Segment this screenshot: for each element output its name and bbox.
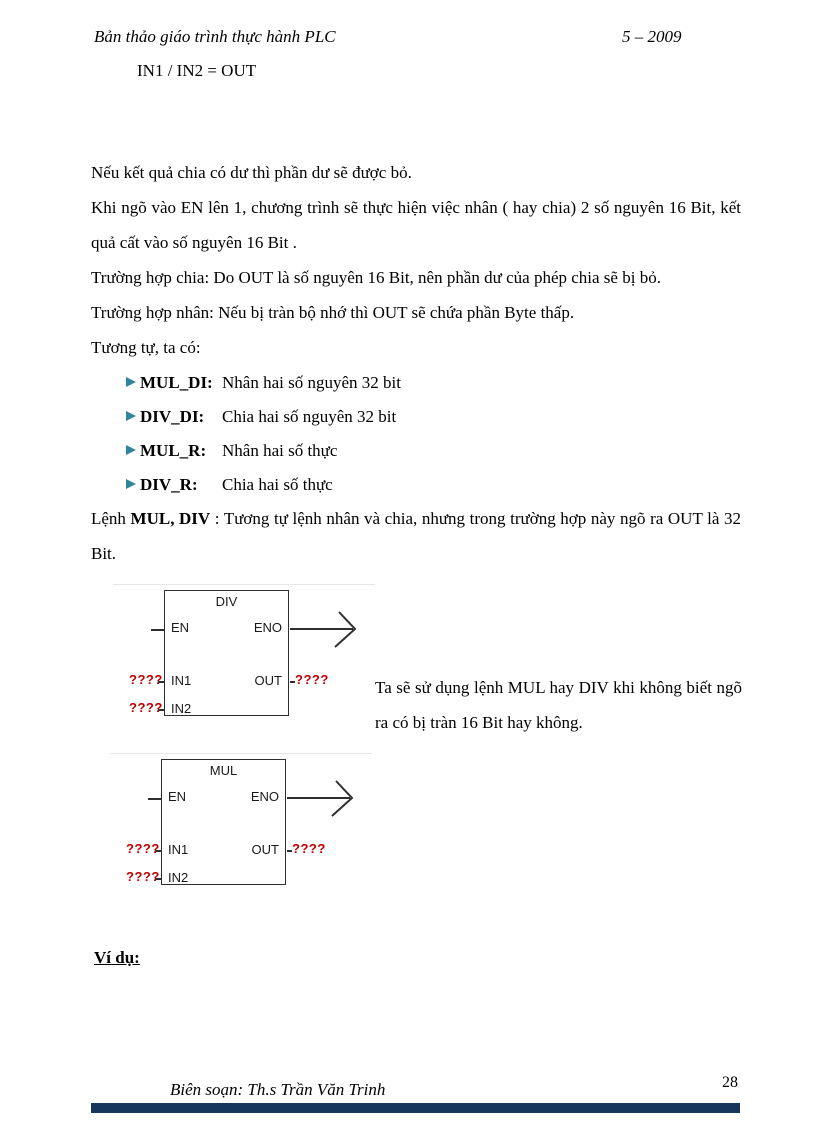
paragraph-multiply-case: Trường hợp nhân: Nếu bị tràn bộ nhớ thì … (91, 303, 575, 322)
body-text: Nếu kết quả chia có dư thì phần dư sẽ đư… (91, 155, 741, 571)
in2-input-label: IN2 (171, 701, 192, 716)
list-item: DIV_R: Chia hai số thực (126, 467, 741, 501)
instruction-description: Nhân hai số thực (222, 440, 338, 460)
list-item: MUL_DI: Nhân hai số nguyên 32 bit (126, 365, 741, 399)
function-block-outline: DIV EN ENO IN1 OUT IN2 (164, 590, 289, 716)
list-item: MUL_R: Nhân hai số thực (126, 433, 741, 467)
side-note-text: Ta sẽ sử dụng lệnh MUL hay DIV khi không… (375, 678, 742, 732)
in2-operand-placeholder: ???? (129, 700, 163, 715)
text-run: Lệnh (91, 509, 131, 528)
list-item: DIV_DI: Chia hai số nguyên 32 bit (126, 399, 741, 433)
paragraph-divide-case: Trường hợp chia: Do OUT là số nguyên 16 … (91, 268, 661, 287)
in1-wire-stub (155, 850, 161, 852)
mul-function-block-diagram: MUL EN ENO IN1 OUT IN2 ???? ???? ???? (110, 753, 372, 903)
paragraph-remainder: Nếu kết quả chia có dư thì phần dư sẽ đư… (91, 163, 412, 182)
in1-operand-placeholder: ???? (126, 841, 160, 856)
block-title: DIV (215, 594, 238, 609)
footer-bar (91, 1103, 740, 1113)
paragraph-similarly: Tương tự, ta có: (91, 338, 201, 357)
in1-operand-placeholder: ???? (129, 672, 163, 687)
en-input-label: EN (171, 620, 190, 635)
in1-input-label: IN1 (168, 842, 189, 857)
header-date: 5 – 2009 (622, 27, 682, 46)
instruction-name: DIV_R: (140, 474, 198, 494)
instruction-name: MUL_R: (140, 440, 207, 460)
formula-line: IN1 / IN2 = OUT (137, 61, 257, 80)
out-output-label: OUT (251, 842, 279, 857)
arrow-bullet-icon (126, 445, 136, 455)
out-wire-stub (287, 850, 292, 852)
out-operand-placeholder: ???? (292, 841, 326, 856)
example-heading: Ví dụ: (94, 948, 140, 967)
output-arrow-icon (290, 611, 357, 648)
in2-wire-stub (155, 878, 161, 880)
text-run-bold: MUL, DIV (130, 509, 211, 528)
block-title: MUL (209, 763, 238, 778)
header-title: Bản thảo giáo trình thực hành PLC (94, 27, 336, 46)
function-block-outline: MUL EN ENO IN1 OUT IN2 (161, 759, 286, 885)
out-wire-stub (290, 681, 295, 683)
instruction-name: DIV_DI: (140, 406, 205, 426)
paragraph-mul-div: Lệnh MUL, DIV : Tương tự lệnh nhân và ch… (91, 501, 741, 571)
instruction-description: Nhân hai số nguyên 32 bit (222, 372, 401, 392)
eno-output-label: ENO (253, 620, 282, 635)
instruction-description: Chia hai số nguyên 32 bit (222, 406, 397, 426)
in2-input-label: IN2 (168, 870, 189, 885)
text-run: : Tương tự lệnh nhân và chia, nhưng tron… (91, 509, 741, 563)
output-arrow-icon (287, 780, 354, 817)
paragraph-en-behavior: Khi ngõ vào EN lên 1, chương trình sẽ th… (91, 198, 741, 252)
eno-output-label: ENO (250, 789, 279, 804)
en-wire-stub (148, 798, 161, 800)
arrow-bullet-icon (126, 479, 136, 489)
in2-operand-placeholder: ???? (126, 869, 160, 884)
instruction-name: MUL_DI: (140, 372, 213, 392)
en-input-label: EN (168, 789, 187, 804)
in1-input-label: IN1 (171, 673, 192, 688)
instruction-list: MUL_DI: Nhân hai số nguyên 32 bit DIV_DI… (91, 365, 741, 501)
footer-author: Biên soạn: Th.s Trần Văn Trinh (170, 1080, 386, 1099)
in1-wire-stub (158, 681, 164, 683)
in2-wire-stub (158, 709, 164, 711)
out-output-label: OUT (254, 673, 282, 688)
out-operand-placeholder: ???? (295, 672, 329, 687)
instruction-description: Chia hai số thực (222, 474, 333, 494)
en-wire-stub (151, 629, 164, 631)
arrow-bullet-icon (126, 411, 136, 421)
arrow-bullet-icon (126, 377, 136, 387)
page-number: 28 (722, 1074, 738, 1091)
div-function-block-diagram: DIV EN ENO IN1 OUT IN2 ???? ???? ???? (113, 584, 375, 734)
